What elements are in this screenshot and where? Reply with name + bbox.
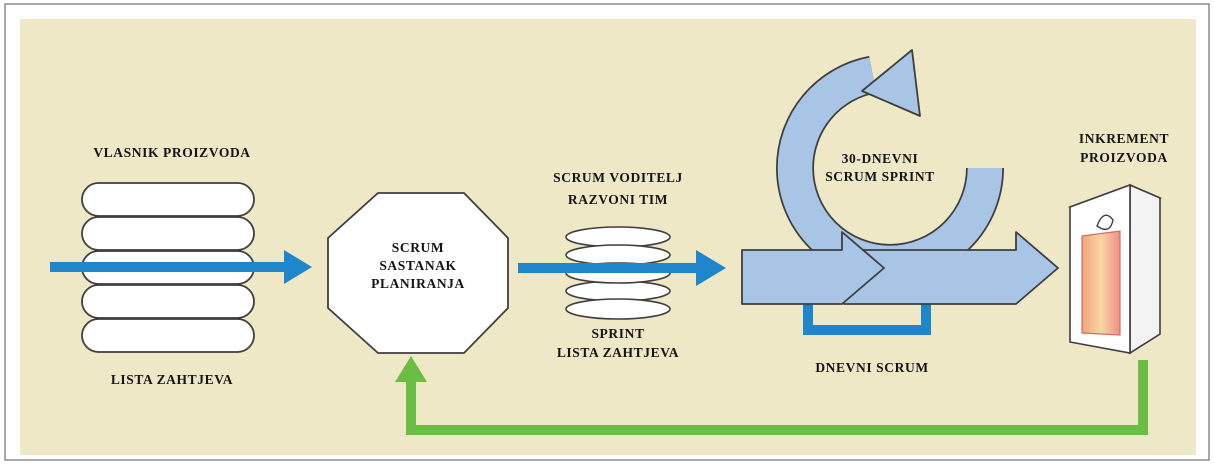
daily-scrum-label: DNEVNI SCRUM bbox=[815, 360, 928, 375]
planning-meeting-label-line1: SCRUM bbox=[392, 240, 445, 255]
sprint-flow-arrows-icon bbox=[741, 231, 1059, 305]
sprint-backlog-label-line1: SPRINT bbox=[591, 326, 644, 341]
planning-meeting-label-line2: SASTANAK bbox=[379, 258, 456, 273]
product-increment-label-line2: PROIZVODA bbox=[1080, 150, 1168, 165]
development-team-label: RAZVONI TIM bbox=[568, 192, 668, 207]
sprint-label-line1: 30-DNEVNI bbox=[842, 151, 919, 166]
sprint-backlog-to-sprint-arrow-icon bbox=[518, 250, 726, 286]
sprint-backlog-label-line2: LISTA ZAHTJEVA bbox=[557, 345, 679, 360]
product-backlog-label: LISTA ZAHTJEVA bbox=[111, 372, 233, 387]
product-box-icon bbox=[1067, 183, 1163, 355]
sprint-label-line2: SCRUM SPRINT bbox=[825, 169, 935, 184]
product-owner-label: VLASNIK PROIZVODA bbox=[93, 145, 250, 160]
feedback-loop-arrow-icon bbox=[395, 356, 1148, 435]
scrum-master-label: SCRUM VODITELJ bbox=[553, 170, 683, 185]
planning-meeting-label-line3: PLANIRANJA bbox=[371, 276, 465, 291]
planning-meeting-octagon-icon bbox=[327, 192, 509, 354]
product-backlog-stack-icon bbox=[81, 182, 255, 353]
backlog-to-planning-arrow-icon bbox=[50, 250, 312, 284]
product-increment-label-line1: INKREMENT bbox=[1079, 131, 1169, 146]
